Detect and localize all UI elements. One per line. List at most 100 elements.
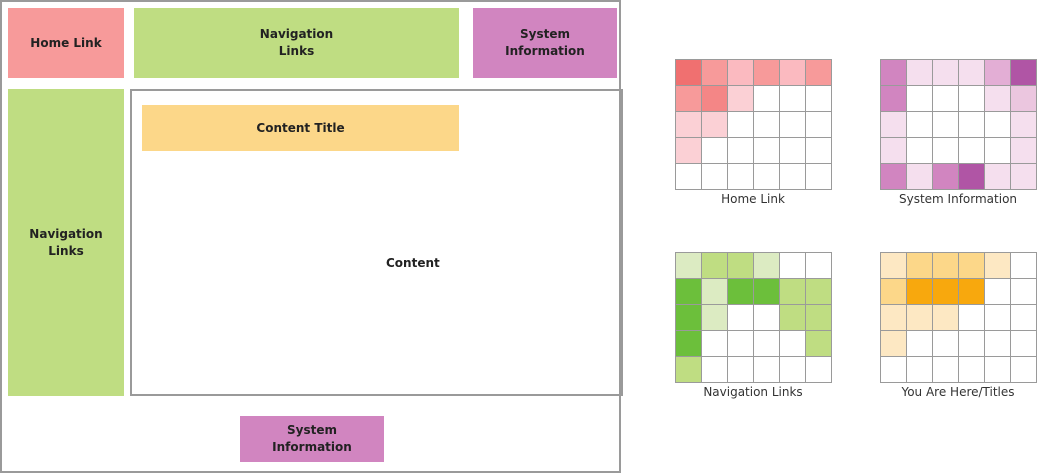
heatmap-cell xyxy=(728,357,754,383)
heatmap-cell xyxy=(676,138,702,164)
heatmap-cell xyxy=(754,60,780,86)
heatmap-cell xyxy=(1011,138,1037,164)
heatmap-cell xyxy=(933,279,959,305)
heatmap-cell xyxy=(959,60,985,86)
heatmap-cell xyxy=(1011,164,1037,190)
heatmap-cell xyxy=(780,253,806,279)
heatmap-cell xyxy=(702,86,728,112)
heatmap-cell xyxy=(881,86,907,112)
heatmap-cell xyxy=(959,253,985,279)
side-navigation-label: Navigation Links xyxy=(29,226,103,258)
heatmap-cell xyxy=(985,60,1011,86)
heatmap-you-are-here-titles xyxy=(880,252,1037,383)
heatmap-cell xyxy=(702,138,728,164)
heatmap-cell xyxy=(907,164,933,190)
heatmap-cell xyxy=(881,279,907,305)
heatmap-cell xyxy=(780,112,806,138)
heatmap-cell xyxy=(881,253,907,279)
heatmap-cell xyxy=(780,357,806,383)
heatmap-cell xyxy=(702,357,728,383)
heatmap-system-information xyxy=(880,59,1037,190)
heatmap-home-link xyxy=(675,59,832,190)
heatmap-cell xyxy=(881,138,907,164)
heatmap-cell xyxy=(754,138,780,164)
content-title-label: Content Title xyxy=(256,120,345,135)
heatmap-cell xyxy=(728,279,754,305)
heatmap-cell xyxy=(806,86,832,112)
heatmap-cell xyxy=(881,357,907,383)
heatmap-cell xyxy=(907,86,933,112)
heatmap-cell xyxy=(754,331,780,357)
heatmap-cell xyxy=(985,279,1011,305)
heatmap-cell xyxy=(907,60,933,86)
content-title-block: Content Title xyxy=(142,105,459,151)
heatmap-cell xyxy=(780,60,806,86)
heatmap-cell xyxy=(907,331,933,357)
heatmap-cell xyxy=(881,164,907,190)
heatmap-cell xyxy=(933,305,959,331)
heatmap-cell xyxy=(676,60,702,86)
heatmap-cell xyxy=(728,112,754,138)
heatmap-cell xyxy=(907,112,933,138)
heatmap-cell xyxy=(933,357,959,383)
heatmap-cell xyxy=(728,60,754,86)
heatmap-cell xyxy=(754,253,780,279)
heatmap-cell xyxy=(985,357,1011,383)
heatmap-cell xyxy=(780,279,806,305)
heatmap-cell xyxy=(907,279,933,305)
heatmap-cell xyxy=(985,138,1011,164)
heatmap-cell xyxy=(754,357,780,383)
heatmap-cell xyxy=(754,112,780,138)
heatmap-cell xyxy=(780,86,806,112)
heatmap-you-are-here-titles-label: You Are Here/Titles xyxy=(901,385,1015,399)
heatmap-cell xyxy=(881,305,907,331)
heatmap-cell xyxy=(754,164,780,190)
heatmap-system-information-label: System Information xyxy=(898,192,1018,206)
heatmap-cell xyxy=(959,112,985,138)
heatmap-cell xyxy=(933,253,959,279)
heatmap-cell xyxy=(1011,357,1037,383)
home-link-label: Home Link xyxy=(30,35,102,50)
heatmap-cell xyxy=(881,331,907,357)
heatmap-cell xyxy=(806,357,832,383)
heatmap-cell xyxy=(676,331,702,357)
heatmap-cell xyxy=(1011,86,1037,112)
top-system-info-label: System Information xyxy=(505,27,585,58)
bottom-system-info-block: System Information xyxy=(240,416,384,462)
heatmap-cell xyxy=(806,164,832,190)
top-system-info-block: System Information xyxy=(473,8,617,78)
top-navigation-block: Navigation Links xyxy=(134,8,459,78)
heatmap-cell xyxy=(676,305,702,331)
heatmap-cell xyxy=(702,164,728,190)
heatmap-cell xyxy=(985,305,1011,331)
heatmap-cell xyxy=(676,279,702,305)
heatmap-home-link-label: Home Link xyxy=(721,192,785,206)
heatmap-cell xyxy=(806,253,832,279)
heatmap-cell xyxy=(702,60,728,86)
heatmap-cell xyxy=(907,253,933,279)
heatmap-cell xyxy=(702,112,728,138)
heatmap-navigation-links-label: Navigation Links xyxy=(703,385,803,399)
heatmap-cell xyxy=(702,331,728,357)
heatmap-cell xyxy=(806,60,832,86)
heatmap-cell xyxy=(676,253,702,279)
heatmap-cell xyxy=(728,86,754,112)
heatmap-cell xyxy=(728,253,754,279)
heatmap-cell xyxy=(780,305,806,331)
heatmap-cell xyxy=(728,138,754,164)
heatmap-cell xyxy=(806,112,832,138)
heatmap-cell xyxy=(881,60,907,86)
heatmap-cell xyxy=(754,305,780,331)
heatmap-cell xyxy=(933,164,959,190)
home-link-block: Home Link xyxy=(8,8,124,78)
heatmap-cell xyxy=(959,357,985,383)
heatmap-cell xyxy=(702,253,728,279)
heatmap-cell xyxy=(1011,331,1037,357)
heatmap-cell xyxy=(676,86,702,112)
heatmap-cell xyxy=(806,279,832,305)
heatmap-navigation-links xyxy=(675,252,832,383)
heatmap-cell xyxy=(754,86,780,112)
heatmap-cell xyxy=(806,305,832,331)
heatmap-cell xyxy=(959,279,985,305)
heatmap-cell xyxy=(985,112,1011,138)
